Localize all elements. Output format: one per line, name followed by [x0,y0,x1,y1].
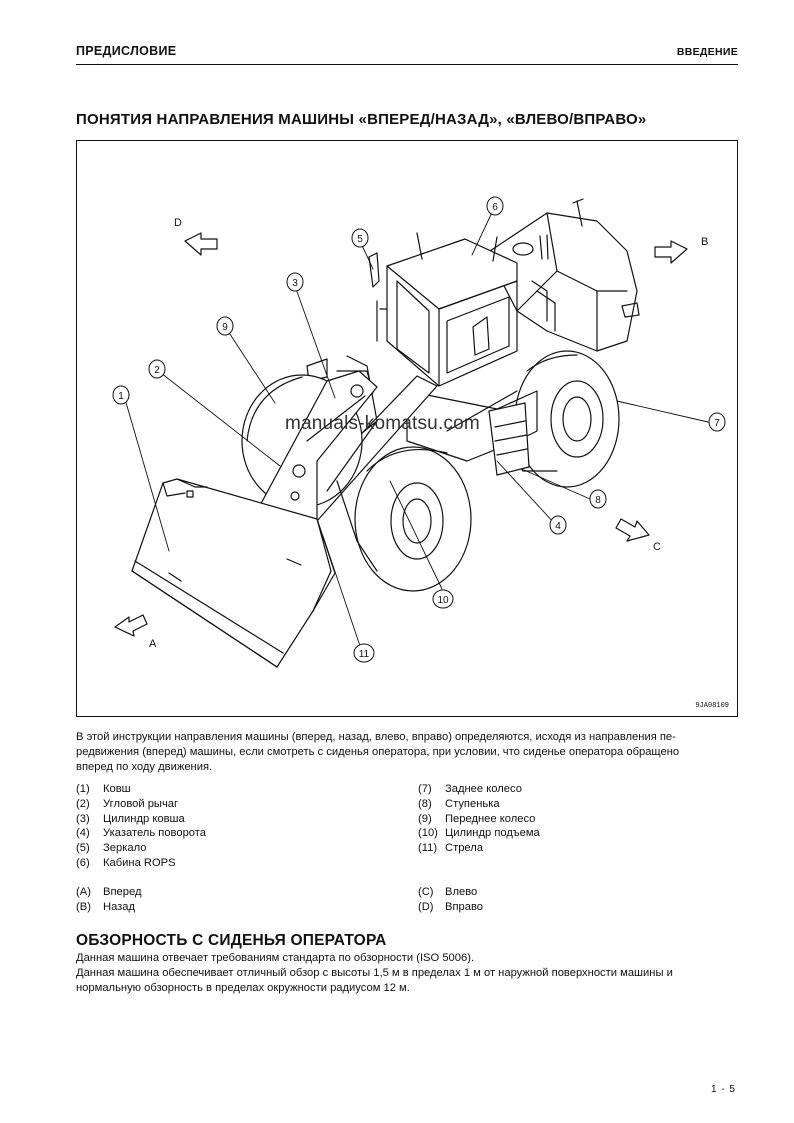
callout-10: 10 [437,595,449,606]
directions-list-left: (A)Вперед (B)Назад [76,885,141,915]
callout-8: 8 [595,495,601,506]
list-item: (D)Вправо [418,900,484,913]
list-item: (9)Переднее колесо [418,812,536,825]
intro-line: В этой инструкции направления машины (вп… [76,731,676,743]
arrow-a-icon [114,614,148,637]
rops-cab [368,232,518,387]
callout-2: 2 [154,365,160,376]
arrow-d-icon [184,232,218,256]
intro-line: редвижения (вперед) машины, если смотрет… [76,746,680,758]
visibility-line: нормальную обзорность в пределах окружно… [76,982,410,994]
callout-circles [112,196,726,663]
list-item: (6)Кабина ROPS [76,856,176,869]
callout-5: 5 [357,234,363,245]
engine-hood [486,198,640,352]
bucket [131,478,336,668]
callout-11: 11 [359,649,370,660]
list-item: (4)Указатель поворота [76,827,206,840]
callout-7: 7 [714,418,720,429]
watermark-text: manuals-komatsu.com [285,413,480,434]
arrow-b-icon [654,240,688,264]
rear-wheel [514,350,620,488]
list-item: (11)Стрела [418,842,484,855]
visibility-line: Данная машина отвечает требованиям станд… [76,952,475,964]
callout-1: 1 [118,391,124,402]
header-section: ВВЕДЕНИЕ [676,46,738,58]
page-header: ПРЕДИСЛОВИЕ ВВЕДЕНИЕ [76,42,738,65]
list-item: (3)Цилиндр ковша [76,812,185,825]
section-title: ПОНЯТИЯ НАПРАВЛЕНИЯ МАШИНЫ «ВПЕРЕД/НАЗАД… [76,111,647,128]
list-item: (C)Влево [418,886,478,898]
direction-label-b: B [701,236,709,248]
front-wheel-right [354,446,472,592]
lift-arm [256,370,378,572]
direction-label-d: D [174,217,182,229]
visibility-paragraph: Данная машина отвечает требованиям станд… [76,951,740,996]
parts-list-right: (7)Заднее колесо (8)Ступенька (9)Передне… [418,782,540,856]
parts-list-left: (1)Ковш (2)Угловой рычаг (3)Цилиндр ковш… [76,782,206,871]
callout-4: 4 [555,521,561,532]
list-item: (10)Цилиндр подъема [418,827,540,840]
list-item: (A)Вперед [76,886,142,898]
callout-3: 3 [292,278,298,289]
callout-leaders [124,205,709,650]
callout-numbers: 1 2 3 4 5 6 7 8 9 10 11 [118,202,720,660]
directions-list-right: (C)Влево (D)Вправо [418,885,483,915]
list-item: (5)Зеркало [76,842,147,855]
direction-label-c: C [653,541,661,553]
direction-label-a: A [149,638,157,650]
intro-paragraph: В этой инструкции направления машины (вп… [76,730,740,775]
arrow-c-icon [615,518,650,542]
visibility-heading: ОБЗОРНОСТЬ С СИДЕНЬЯ ОПЕРАТОРА [76,932,387,949]
list-item: (7)Заднее колесо [418,783,522,795]
list-item: (2)Угловой рычаг [76,797,179,810]
header-chapter: ПРЕДИСЛОВИЕ [76,44,177,58]
callout-9: 9 [222,322,228,333]
loader-figure: 1 2 3 4 5 6 7 8 9 10 11 D B C A manuals-… [76,140,738,717]
list-item: (8)Ступенька [418,797,500,810]
wheel-loader-drawing: 1 2 3 4 5 6 7 8 9 10 11 [112,196,726,668]
page-number: 1 - 5 [710,1084,736,1095]
list-item: (1)Ковш [76,783,131,795]
visibility-line: Данная машина обеспечивает отличный обзо… [76,967,673,979]
list-item: (B)Назад [76,900,136,913]
callout-6: 6 [492,202,498,213]
ladder-steps [488,402,530,476]
intro-line: вперед по ходу движения. [76,761,213,773]
figure-code: 9JA08109 [695,702,729,710]
